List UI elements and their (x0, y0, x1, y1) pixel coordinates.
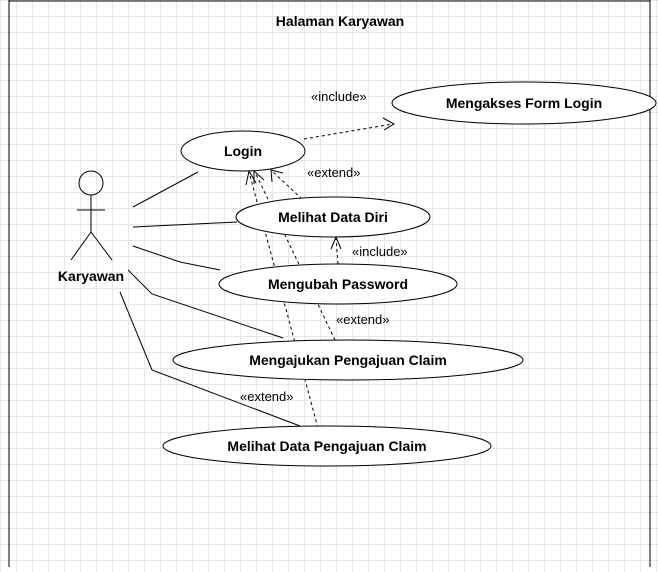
arrowhead-extend-datadiri (270, 169, 284, 183)
association-mengajukan-claim (127, 269, 284, 339)
use-case-mengajukan-pengajuan-claim[interactable]: Mengajukan Pengajuan Claim (172, 339, 524, 381)
use-case-mengubah-password[interactable]: Mengubah Password (218, 263, 458, 305)
use-case-label: Login (224, 143, 262, 159)
include-password-to-datadiri (335, 237, 339, 265)
use-case-login[interactable]: Login (180, 130, 306, 172)
use-case-label: Melihat Data Diri (278, 209, 388, 225)
use-case-melihat-data-pengajuan-claim[interactable]: Melihat Data Pengajuan Claim (162, 425, 492, 467)
use-case-melihat-data-diri[interactable]: Melihat Data Diri (235, 196, 431, 238)
stereotype-extend-claim: «extend» (336, 312, 390, 327)
stick-figure-icon (70, 170, 113, 261)
association-melihat-data-claim (119, 291, 301, 427)
stereotype-include-password: «include» (352, 244, 408, 259)
use-case-label: Mengakses Form Login (446, 95, 602, 111)
use-case-mengakses-form-login[interactable]: Mengakses Form Login (391, 81, 657, 125)
use-case-label: Melihat Data Pengajuan Claim (227, 438, 426, 454)
arrowhead-include-form (382, 117, 396, 131)
stereotype-labels: «include» «extend» «include» «extend» «e… (240, 89, 408, 404)
use-case-label: Mengubah Password (268, 276, 408, 292)
system-boundary: Halaman Karyawan (8, 0, 651, 567)
associations (119, 171, 301, 427)
association-mengubah-password (132, 245, 221, 271)
use-case-label: Mengajukan Pengajuan Claim (249, 352, 447, 368)
extend-claim-to-login (254, 171, 336, 341)
association-login (132, 171, 199, 208)
stereotype-include-form: «include» (311, 89, 367, 104)
system-boundary-title: Halaman Karyawan (276, 13, 404, 29)
actor-karyawan[interactable]: Karyawan (58, 170, 124, 284)
stereotype-extend-datadiri: «extend» (307, 165, 361, 180)
extend-datadiri-to-login (271, 170, 303, 200)
stereotype-extend-dataclaim: «extend» (240, 389, 294, 404)
include-login-to-form (303, 123, 394, 140)
association-melihat-data-diri (132, 221, 238, 228)
actor-label: Karyawan (58, 268, 124, 284)
